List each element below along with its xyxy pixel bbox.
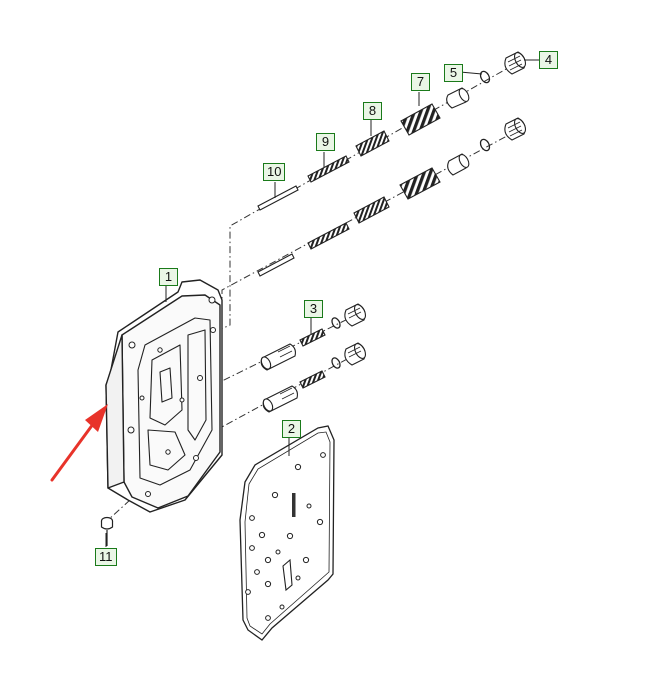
callout-8[interactable]: 8 xyxy=(363,102,382,120)
callout-3[interactable]: 3 xyxy=(304,300,323,318)
red-pointer-arrow xyxy=(50,404,108,482)
spring-8-lower xyxy=(353,196,390,224)
valve-body-front-face xyxy=(121,294,221,509)
plug-4-upper xyxy=(504,51,527,75)
spring-3-a xyxy=(299,328,326,347)
callout-1[interactable]: 1 xyxy=(159,268,178,286)
plunger-upper xyxy=(446,87,470,109)
o-ring-a xyxy=(331,317,341,329)
o-ring-b xyxy=(331,357,341,369)
plate-holes xyxy=(245,452,326,621)
callout-9[interactable]: 9 xyxy=(316,133,335,151)
plate-outline xyxy=(239,425,335,641)
valve-body-channel-d xyxy=(159,367,173,403)
valve-body-channel-b xyxy=(187,329,207,441)
callout-4[interactable]: 4 xyxy=(539,51,558,69)
valve-assembly-b xyxy=(262,342,367,413)
plug-b xyxy=(344,342,367,366)
callout-leader-lines xyxy=(105,59,539,547)
o-ring-lower xyxy=(479,138,491,152)
valve-body-channel-outer xyxy=(137,317,213,486)
spring-7-upper xyxy=(400,103,441,136)
lower-valve-train xyxy=(257,117,527,277)
center-line-bolt xyxy=(107,499,131,521)
valve-body-edge xyxy=(105,334,125,489)
plug-lower xyxy=(504,117,527,141)
valve-body-channel-c xyxy=(147,429,186,471)
upper-valve-train xyxy=(257,51,527,211)
callout-10[interactable]: 10 xyxy=(263,163,286,181)
callout-2[interactable]: 2 xyxy=(282,420,301,438)
callout-7[interactable]: 7 xyxy=(411,73,430,91)
bolt-part-11 xyxy=(100,516,114,546)
callout-5[interactable]: 5 xyxy=(444,64,463,82)
pin-10-lower xyxy=(257,253,295,277)
valve-body-block xyxy=(105,279,223,513)
center-line-valve-b xyxy=(219,351,361,429)
spring-b xyxy=(299,370,326,389)
spring-7-lower xyxy=(399,167,441,200)
spring-8-upper xyxy=(355,130,390,157)
separator-plate-part-2 xyxy=(239,425,335,641)
plug-a xyxy=(344,303,367,327)
pin-10-upper xyxy=(257,185,299,211)
plate-inner-outline xyxy=(244,431,331,635)
spring-9-lower xyxy=(307,222,350,250)
plunger-lower xyxy=(447,153,470,176)
center-line-middle xyxy=(211,129,519,401)
valve-body-holes xyxy=(127,296,216,497)
callout-11[interactable]: 11 xyxy=(95,548,117,566)
valve-body-channel-a xyxy=(149,344,183,426)
o-ring-5-upper xyxy=(479,70,491,84)
valve-assembly-a xyxy=(260,303,367,371)
spring-9-upper xyxy=(307,155,350,183)
